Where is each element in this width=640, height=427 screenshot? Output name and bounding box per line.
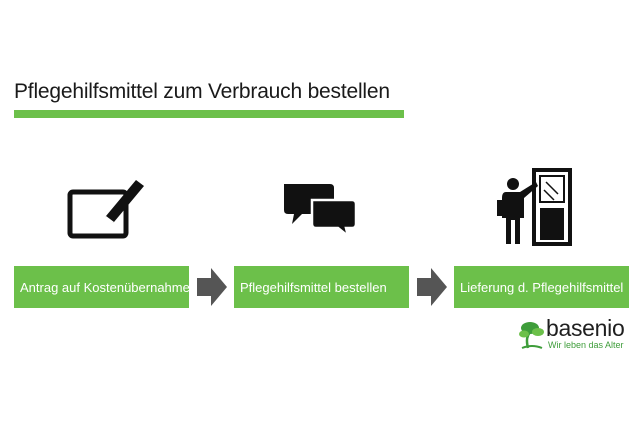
delivery-door-icon: [497, 168, 572, 246]
arrow-right-icon: [197, 268, 227, 306]
step-box-bestellen: Pflegehilfsmittel bestellen: [234, 266, 409, 308]
step-label: Lieferung d. Pflegehilfsmittel: [460, 279, 624, 295]
logo-wordmark: basenio: [546, 315, 625, 341]
title-underline: [14, 110, 404, 118]
page-title: Pflegehilfsmittel zum Verbrauch bestelle…: [14, 80, 390, 103]
step-box-antrag: Antrag auf Kostenübernahme: [14, 266, 190, 308]
tablet-pen-icon: [67, 180, 144, 239]
step-label: Pflegehilfsmittel bestellen: [240, 279, 387, 295]
tree-icon: [519, 322, 544, 349]
step-label: Antrag auf Kostenübernahme: [20, 279, 190, 295]
step-box-lieferung: Lieferung d. Pflegehilfsmittel: [454, 266, 629, 308]
arrow-right-icon: [417, 268, 447, 306]
basenio-logo: basenio Wir leben das Alter: [518, 315, 636, 354]
logo-tagline: Wir leben das Alter: [548, 340, 624, 350]
chat-bubbles-icon: [284, 184, 358, 238]
